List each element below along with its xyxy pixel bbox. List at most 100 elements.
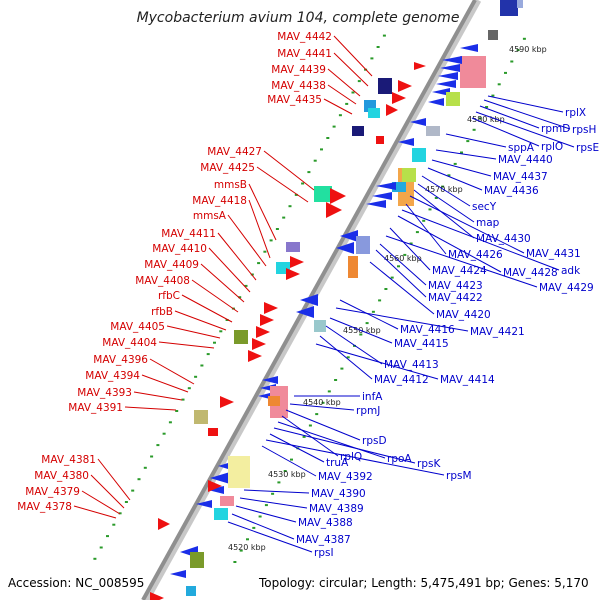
gene-label-left[interactable]: MAV_4404 [102,337,157,349]
gene-arrow[interactable] [170,570,186,578]
gene-label-right[interactable]: MAV_4392 [318,471,373,483]
gene-block[interactable] [378,78,392,94]
gene-label-right[interactable]: MAV_4416 [400,324,455,336]
gene-label-right[interactable]: infA [362,391,383,403]
gene-arrow[interactable] [220,396,234,408]
gene-label-left[interactable]: MAV_4394 [85,370,140,382]
gene-label-right[interactable]: rpsI [314,547,334,559]
gene-block[interactable] [426,126,440,136]
gene-block[interactable] [194,410,208,424]
gene-arrow[interactable] [264,302,278,314]
gene-block[interactable] [220,496,234,506]
gene-block[interactable] [392,182,406,192]
gene-block[interactable] [190,552,204,568]
gene-label-right[interactable]: rpoA [387,453,412,465]
gene-label-right[interactable]: rplQ [340,451,362,463]
gene-label-left[interactable]: rfbC [158,290,180,302]
gene-label-left[interactable]: MAV_4405 [110,321,165,333]
gene-label-right[interactable]: map [476,217,500,229]
gene-arrow[interactable] [386,104,398,116]
gene-label-left[interactable]: MAV_4410 [152,243,207,255]
gene-block[interactable] [348,256,358,278]
gene-arrow[interactable] [208,486,224,494]
gene-arrow[interactable] [440,64,460,72]
gene-label-right[interactable]: rplX [565,107,586,119]
gene-arrow[interactable] [286,268,300,280]
gene-label-right[interactable]: MAV_4437 [493,171,548,183]
gene-label-left[interactable]: MAV_4396 [93,354,148,366]
gene-block[interactable] [460,56,486,88]
gene-arrow[interactable] [290,256,304,268]
gene-label-right[interactable]: rplO [541,141,563,153]
gene-label-right[interactable]: MAV_4387 [296,534,351,546]
gene-arrow[interactable] [410,118,426,126]
gene-label-right[interactable]: MAV_4388 [298,517,353,529]
gene-arrow[interactable] [432,88,450,96]
gene-label-left[interactable]: MAV_4378 [17,501,72,513]
gene-block[interactable] [500,0,518,16]
gene-arrow[interactable] [210,472,230,484]
gene-arrow[interactable] [336,242,354,254]
gene-arrow[interactable] [392,92,406,104]
gene-arrow[interactable] [150,592,164,600]
gene-arrow[interactable] [252,338,266,350]
gene-block[interactable] [356,236,370,254]
gene-arrow[interactable] [372,192,392,200]
gene-label-left[interactable]: MAV_4408 [135,275,190,287]
gene-label-left[interactable]: MAV_4409 [144,259,199,271]
gene-label-right[interactable]: rpsD [362,435,387,447]
gene-label-right[interactable]: MAV_4430 [476,233,531,245]
gene-arrow[interactable] [296,306,314,318]
gene-arrow[interactable] [428,98,444,106]
gene-arrow[interactable] [330,188,346,204]
gene-label-right[interactable]: rpmD [541,123,570,135]
gene-label-right[interactable]: rpsH [572,124,596,136]
gene-label-right[interactable]: MAV_4440 [498,154,553,166]
gene-label-left[interactable]: MAV_4393 [77,387,132,399]
gene-label-right[interactable]: MAV_4422 [428,292,483,304]
gene-block[interactable] [402,168,416,182]
gene-label-left[interactable]: MAV_4427 [207,146,262,158]
gene-label-left[interactable]: mmsB [214,179,247,191]
gene-arrow[interactable] [248,350,262,362]
gene-label-right[interactable]: MAV_4412 [374,374,429,386]
gene-label-right[interactable]: MAV_4389 [309,503,364,515]
gene-label-right[interactable]: MAV_4426 [448,249,503,261]
gene-arrow[interactable] [256,326,270,338]
gene-label-left[interactable]: MAV_4441 [277,48,332,60]
gene-label-right[interactable]: MAV_4429 [539,282,594,294]
gene-arrow[interactable] [438,72,458,80]
gene-arrow[interactable] [196,500,212,508]
gene-block[interactable] [368,108,380,118]
gene-arrow[interactable] [158,518,170,530]
gene-label-right[interactable]: MAV_4431 [526,248,581,260]
gene-block[interactable] [412,148,426,162]
gene-label-right[interactable]: truA [326,457,349,469]
gene-block[interactable] [234,330,248,344]
gene-label-left[interactable]: MAV_4411 [161,228,216,240]
gene-block[interactable] [488,30,498,40]
gene-label-right[interactable]: MAV_4415 [394,338,449,350]
gene-label-right[interactable]: MAV_4420 [436,309,491,321]
gene-arrow[interactable] [460,44,478,52]
gene-label-right[interactable]: MAV_4428 [503,267,558,279]
gene-label-left[interactable]: rfbB [151,306,173,318]
gene-label-left[interactable]: MAV_4442 [277,31,332,43]
gene-label-right[interactable]: MAV_4414 [440,374,495,386]
gene-arrow[interactable] [300,294,318,306]
gene-label-left[interactable]: MAV_4435 [267,94,322,106]
gene-arrow[interactable] [442,56,462,64]
gene-label-left[interactable]: MAV_4380 [34,470,89,482]
gene-arrow[interactable] [436,80,456,88]
gene-label-left[interactable]: MAV_4418 [192,195,247,207]
gene-label-right[interactable]: sppA [508,142,535,154]
gene-block[interactable] [228,456,250,488]
gene-block[interactable] [517,0,523,8]
gene-label-right[interactable]: MAV_4423 [428,280,483,292]
gene-label-right[interactable]: MAV_4413 [384,359,439,371]
gene-block[interactable] [314,186,332,202]
gene-label-left[interactable]: MAV_4438 [271,80,326,92]
gene-block[interactable] [314,320,326,332]
gene-arrow[interactable] [398,138,414,146]
gene-arrow[interactable] [208,480,222,492]
